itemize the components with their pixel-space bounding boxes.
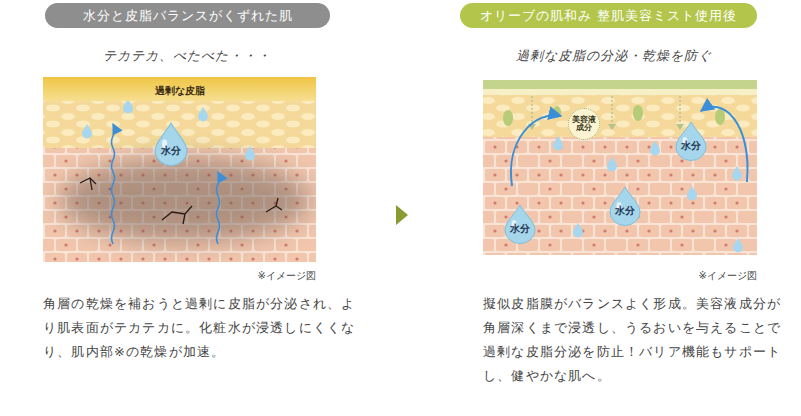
water-drop-small <box>732 166 742 181</box>
header-pill: オリーブの肌和み 整肌美容ミスト使用後 <box>460 3 757 28</box>
label-text: テカテカ、べたべた・・・ <box>103 48 271 63</box>
water-arrow <box>112 124 220 244</box>
water-drop-small <box>245 146 255 161</box>
label-text: 角層の乾燥を補おうと過剰に皮脂が分泌され、より肌表面がテカテカに。化粧水が浸透し… <box>43 296 355 359</box>
penetration-head <box>676 124 684 130</box>
moisture-arrow <box>511 107 748 186</box>
water-drop-small <box>650 141 660 156</box>
node-text: 水分 <box>615 204 635 218</box>
penetration-arrow <box>532 96 680 124</box>
sebum-band: 過剰な皮脂 <box>43 77 316 101</box>
header-pill: 水分と皮脂バランスがくずれた肌 <box>45 3 330 28</box>
moisture-arrow <box>701 107 748 182</box>
label-text: 擬似皮脂膜がバランスよく形成。美容液成分が角層深くまで浸透し、うるおいを与えるこ… <box>483 296 781 383</box>
label-text: ※イメージ図 <box>699 270 757 281</box>
water-drop-small <box>733 238 743 253</box>
note: ※イメージ図 <box>216 269 316 283</box>
water-drop-small <box>82 124 92 139</box>
water-drop: 水分 <box>608 186 642 226</box>
water-drop: 水分 <box>153 122 189 166</box>
water-arrow <box>112 124 115 244</box>
leaf <box>633 105 643 121</box>
penetration-head <box>528 124 684 130</box>
body-text: 擬似皮脂膜がバランスよく形成。美容液成分が角層深くまで浸透し、うるおいを与えるこ… <box>483 292 795 388</box>
penetration-head <box>608 124 616 130</box>
water-drop: 水分 <box>503 204 537 244</box>
node-text: 水分 <box>510 222 530 236</box>
label-text: ※イメージ図 <box>258 270 316 281</box>
skin-left <box>43 77 316 262</box>
skin-right <box>483 80 757 255</box>
skin-left <box>43 77 316 262</box>
skin-right <box>483 89 757 95</box>
penetration-arrow <box>531 96 532 124</box>
water-drop-small <box>123 99 133 114</box>
body-text: 角層の乾燥を補おうと過剰に皮脂が分泌され、より肌表面がテカテカに。化粧水が浸透し… <box>43 292 357 364</box>
subtitle: テカテカ、べたべた・・・ <box>43 47 330 65</box>
skin-right <box>483 80 757 255</box>
penetration-arrow <box>611 96 612 124</box>
crack <box>266 198 282 212</box>
water-drop: 水分 <box>674 121 708 161</box>
drop-body <box>155 123 187 165</box>
water-drop-small <box>573 223 583 238</box>
node-text: 美容液成分 <box>571 116 597 133</box>
node-text: 水分 <box>681 139 701 153</box>
leaf <box>503 110 513 126</box>
note: ※イメージ図 <box>657 269 757 283</box>
water-arrow <box>217 172 220 244</box>
drop-body <box>676 122 706 161</box>
drop-shape <box>153 122 189 166</box>
penetration-arrow <box>679 96 680 124</box>
water-drop-small <box>553 136 563 151</box>
crack <box>80 178 96 190</box>
water-drop-small <box>553 136 743 253</box>
skin-left <box>60 158 310 242</box>
crack <box>80 178 282 224</box>
drop-body <box>610 187 640 226</box>
crack <box>162 206 192 224</box>
node-text: 水分 <box>161 144 181 158</box>
node-text: 水分と皮脂バランスがくずれた肌 <box>83 7 293 25</box>
water-drop-small <box>687 186 697 201</box>
water-drop-small <box>198 107 208 122</box>
drop-body <box>505 205 535 244</box>
moisture-arrow <box>511 115 561 186</box>
leaf <box>715 109 725 125</box>
node-text: 過剰な皮脂 <box>155 84 205 98</box>
node-text: オリーブの肌和み 整肌美容ミスト使用後 <box>480 7 737 25</box>
serum-dot: 美容液成分 <box>568 108 600 140</box>
flow-triangle <box>396 205 408 225</box>
water-drop-small <box>607 157 617 172</box>
label-text: 過剰な皮脂の分泌・乾燥を防ぐ <box>516 48 712 63</box>
subtitle: 過剰な皮脂の分泌・乾燥を防ぐ <box>470 47 757 65</box>
skin-right <box>483 80 757 89</box>
